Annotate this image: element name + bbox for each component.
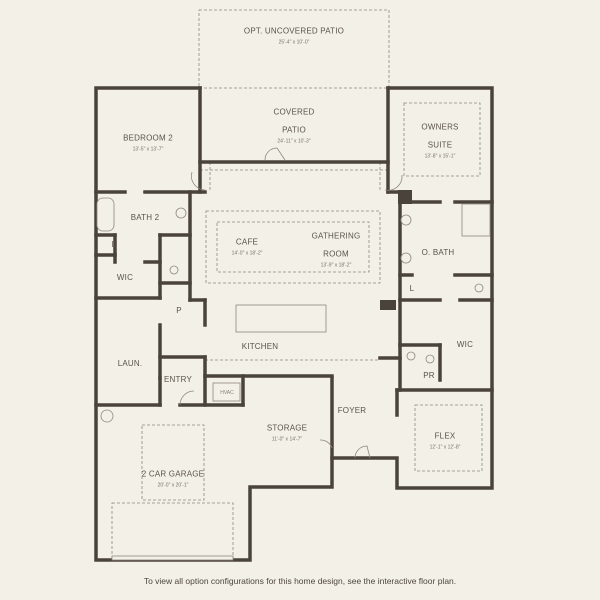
room-owners-suite: OWNERS SUITE 13'-8" x 15'-1" (418, 117, 462, 160)
hvac-unit (212, 382, 241, 402)
outer-wall-right (330, 86, 494, 490)
room-wic-right: WIC (456, 340, 474, 349)
room-dimensions: 12'-1" x 12'-8" (429, 444, 461, 451)
room-name: COVERED PATIO (273, 107, 315, 135)
room-name: FLEX (434, 431, 456, 441)
room-dimensions: 13'-9" x 18'-2" (320, 262, 352, 269)
room-dimensions: 11'-0" x 14'-7" (271, 436, 303, 443)
room-foyer: FOYER (337, 406, 367, 415)
room-cafe: CAFE 14'-0" x 18'-2" (232, 232, 263, 257)
room-gathering-room: GATHERING ROOM 13'-9" x 18'-2" (311, 226, 361, 269)
flex-tray-ceiling (414, 404, 483, 472)
room-covered-patio: COVERED PATIO 24'-11" x 10'-3" (269, 102, 319, 145)
owners-tray-ceiling (403, 102, 481, 177)
room-dimensions: 24'-11" x 10'-3" (277, 138, 311, 145)
room-name: OPT. UNCOVERED PATIO (243, 26, 345, 36)
room-name: CAFE (235, 237, 259, 247)
attic-storage-option (141, 424, 205, 501)
room-o-bath: O. BATH (421, 248, 455, 257)
room-laundry: LAUN. (117, 359, 143, 368)
room-name: BEDROOM 2 (123, 133, 173, 143)
garage-door (111, 555, 234, 561)
opt-uncovered-patio-outline (198, 9, 390, 89)
room-powder-room: PR (423, 371, 435, 380)
outer-wall-left (94, 86, 334, 562)
room-bedroom-2: BEDROOM 2 13'-5" x 13'-7" (123, 128, 173, 153)
room-bath-2: BATH 2 (130, 213, 160, 222)
room-dimensions: 20'-0" x 20'-1" (157, 482, 189, 489)
room-name: STORAGE (266, 423, 308, 433)
room-kitchen: KITCHEN (241, 342, 279, 351)
room-name: 2 CAR GARAGE (141, 469, 205, 479)
hvac-label: HVAC (220, 390, 234, 396)
shower (461, 203, 491, 237)
room-entry: ENTRY (164, 375, 192, 384)
garage-door-outline (111, 502, 234, 561)
room-dimensions: 14'-0" x 18'-2" (231, 250, 263, 257)
water-heater (100, 409, 114, 423)
kitchen-island (235, 304, 327, 333)
gathering-tray-ceiling-inner (216, 221, 370, 273)
room-dimensions: 25'-4" x 10'-0" (278, 39, 310, 46)
room-storage: STORAGE 11'-0" x 14'-7" (267, 418, 307, 443)
room-dimensions: 13'-5" x 13'-7" (132, 146, 164, 153)
room-linen-left: L (111, 240, 117, 249)
room-name: OWNERS SUITE (421, 122, 459, 150)
room-garage: 2 CAR GARAGE 20'-0" x 20'-1" (142, 464, 204, 489)
room-linen-right: L (409, 284, 415, 293)
room-wic-left: WIC (116, 273, 134, 282)
room-name: GATHERING ROOM (311, 231, 361, 259)
room-dimensions: 13'-8" x 15'-1" (424, 153, 456, 160)
bathtub (96, 197, 115, 232)
room-opt-uncovered-patio: OPT. UNCOVERED PATIO 25'-4" x 10'-0" (244, 21, 344, 46)
room-flex: FLEX 12'-1" x 12'-8" (430, 426, 461, 451)
interactive-plan-note: To view all option configurations for th… (143, 576, 457, 586)
room-pantry: P (176, 306, 182, 315)
gathering-tray-ceiling-outer (205, 210, 381, 284)
